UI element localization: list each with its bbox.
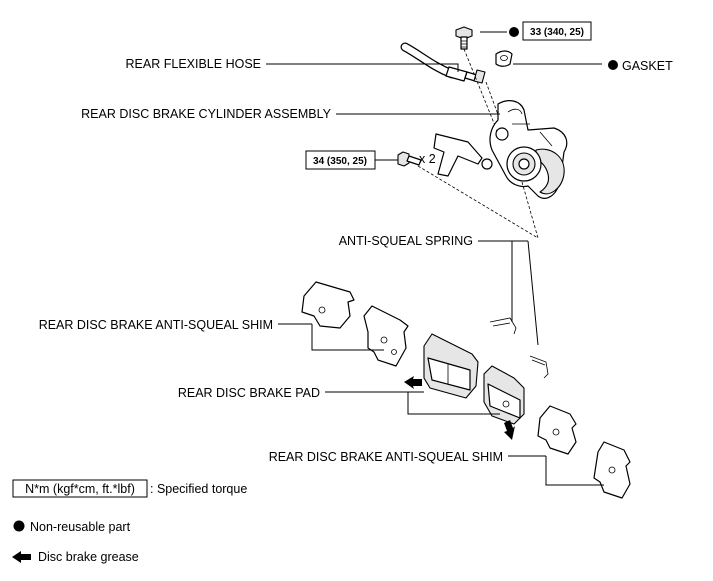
- legend-bullet-icon: [13, 520, 25, 532]
- torque-mounting-bolt: 34 (350, 25): [313, 156, 367, 167]
- label-anti-squeal-shim-lower: REAR DISC BRAKE ANTI-SQUEAL SHIM: [269, 450, 503, 464]
- non-reusable-bullet-union-bolt: [509, 27, 519, 37]
- brake-pad-inner-icon: [423, 333, 479, 399]
- label-rear-disc-brake-cylinder-assembly: REAR DISC BRAKE CYLINDER ASSEMBLY: [81, 107, 332, 121]
- label-gasket: GASKET: [622, 59, 673, 73]
- non-reusable-bullet-gasket: [608, 60, 618, 70]
- label-rear-disc-brake-pad: REAR DISC BRAKE PAD: [178, 386, 320, 400]
- legend-torque-desc: : Specified torque: [150, 482, 247, 496]
- anti-squeal-spring-icon-2: [529, 355, 549, 379]
- label-rear-flexible-hose: REAR FLEXIBLE HOSE: [126, 57, 261, 71]
- legend-torque-unit: N*m (kgf*cm, ft.*lbf): [25, 482, 135, 496]
- anti-squeal-shim-lower-inner-icon: [537, 405, 577, 455]
- grease-arrow-icon-2: [504, 420, 515, 440]
- brake-cylinder-assembly-icon: [433, 100, 568, 199]
- mounting-bolt-icon: [397, 151, 422, 167]
- flexible-hose-icon: [400, 42, 486, 84]
- label-anti-squeal-spring: ANTI-SQUEAL SPRING: [339, 234, 473, 248]
- brake-pad-outer-icon: [483, 365, 525, 425]
- anti-squeal-shim-upper-inner-icon: [363, 305, 409, 367]
- torque-mounting-bolt-qty: x 2: [419, 152, 436, 166]
- torque-box-union-bolt: [522, 21, 592, 41]
- union-bolt-icon: [455, 26, 473, 50]
- anti-squeal-spring-icon: [489, 317, 517, 335]
- label-anti-squeal-shim-upper: REAR DISC BRAKE ANTI-SQUEAL SHIM: [39, 318, 273, 332]
- legend-grease: Disc brake grease: [38, 550, 139, 564]
- legend-grease-arrow-icon: [12, 551, 31, 563]
- torque-union-bolt: 33 (340, 25): [530, 27, 584, 38]
- legend-non-reusable: Non-reusable part: [30, 520, 131, 534]
- anti-squeal-shim-lower-outer-icon: [593, 441, 631, 499]
- anti-squeal-shim-upper-outer-icon: [301, 281, 355, 329]
- legend-torque-box: [12, 479, 148, 498]
- gasket-icon: [495, 50, 513, 67]
- grease-arrow-icon: [404, 376, 422, 389]
